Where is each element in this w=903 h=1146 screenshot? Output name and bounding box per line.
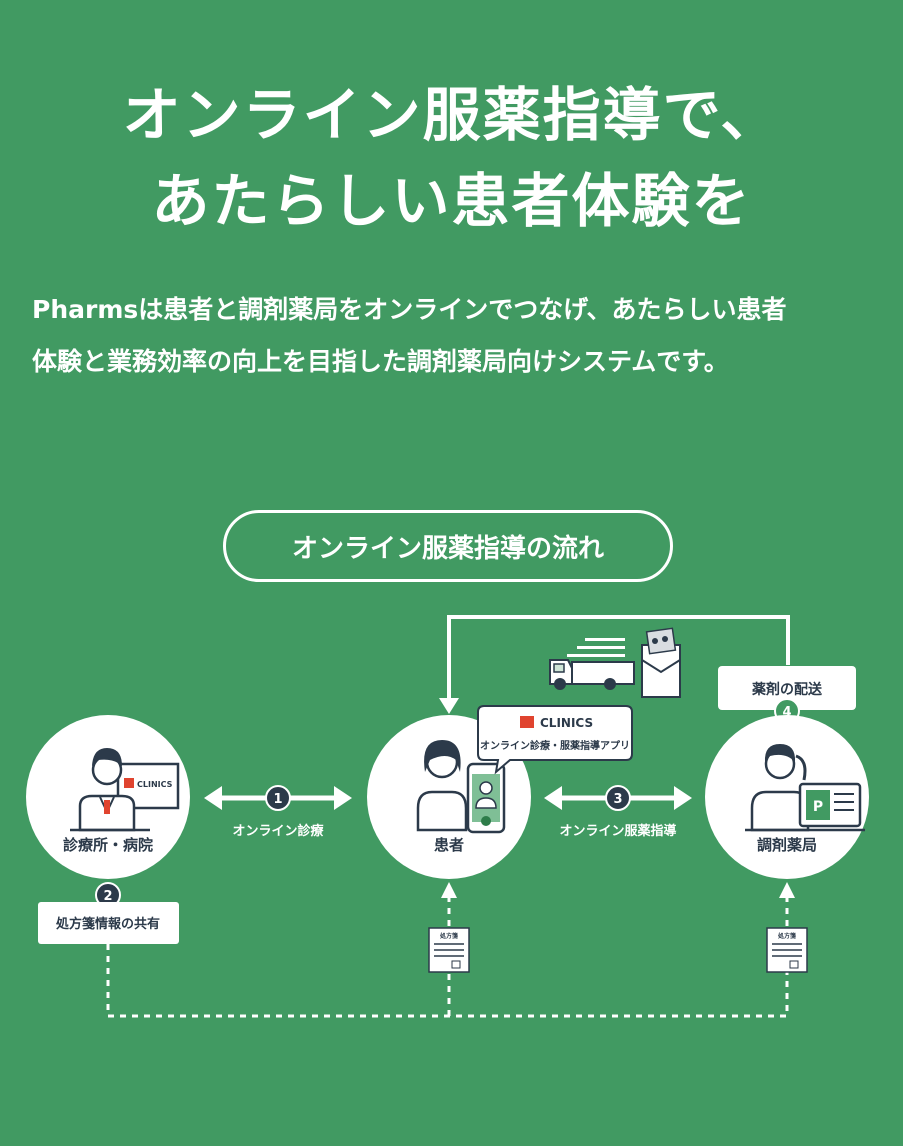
clinic-label: 診療所・病院 (63, 836, 153, 854)
hero-title: オンライン服薬指導で、 あたらしい患者体験を (0, 72, 903, 244)
step4-number: 4 (782, 705, 791, 720)
clinics-logo-icon (124, 778, 134, 788)
pharmacy-node: P 調剤薬局 (705, 715, 869, 879)
prescription-doc-label: 処方箋 (777, 932, 796, 940)
clinics-logo-icon (520, 716, 534, 728)
step2-box: 2 処方箋情報の共有 (38, 882, 179, 944)
step3-arrow: 3 オンライン服薬指導 (544, 785, 692, 839)
step1-number: 1 (273, 792, 282, 807)
delivery-return-line (439, 615, 790, 714)
prescription-doc-patient: 処方箋 (428, 927, 470, 973)
medicine-package-icon (641, 627, 681, 698)
patient-label: 患者 (434, 836, 464, 854)
step4-box: 薬剤の配送 4 (718, 666, 856, 724)
pharmacy-screen-letter: P (813, 799, 823, 815)
truck-icon (549, 638, 635, 690)
monitor-brand: CLINICS (137, 780, 173, 789)
prescription-share-lines (106, 898, 789, 1018)
step1-label: オンライン診療 (232, 823, 324, 839)
step2-label: 処方箋情報の共有 (55, 916, 160, 932)
step2-number: 2 (103, 889, 112, 904)
pharmacy-label: 調剤薬局 (757, 836, 817, 854)
prescription-doc-pharmacy: 処方箋 (766, 927, 808, 973)
prescription-doc-label: 処方箋 (439, 932, 458, 940)
lead-line2: 体験と業務効率の向上を目指した調剤薬局向けシステムです。 (32, 347, 729, 376)
app-caption: オンライン診療・服薬指導アプリ (480, 739, 630, 752)
flow-title: オンライン服薬指導の流れ (223, 510, 673, 582)
step3-label: オンライン服薬指導 (559, 823, 676, 839)
app-brand: CLINICS (540, 716, 593, 730)
step3-number: 3 (613, 792, 622, 807)
hero-title-line2: あたらしい患者体験を (151, 167, 752, 235)
clinic-node: CLINICS 診療所・病院 (26, 715, 190, 879)
hero-title-line1: オンライン服薬指導で、 (122, 81, 781, 149)
lead-line1: Pharmsは患者と調剤薬局をオンラインでつなげ、あたらしい患者 (32, 295, 787, 324)
step1-arrow: 1 オンライン診療 (204, 785, 352, 839)
app-callout: CLINICS オンライン診療・服薬指導アプリ (477, 705, 633, 775)
step4-label: 薬剤の配送 (752, 681, 823, 698)
lead-text: Pharmsは患者と調剤薬局をオンラインでつなげ、あたらしい患者 体験と業務効率… (32, 284, 882, 388)
